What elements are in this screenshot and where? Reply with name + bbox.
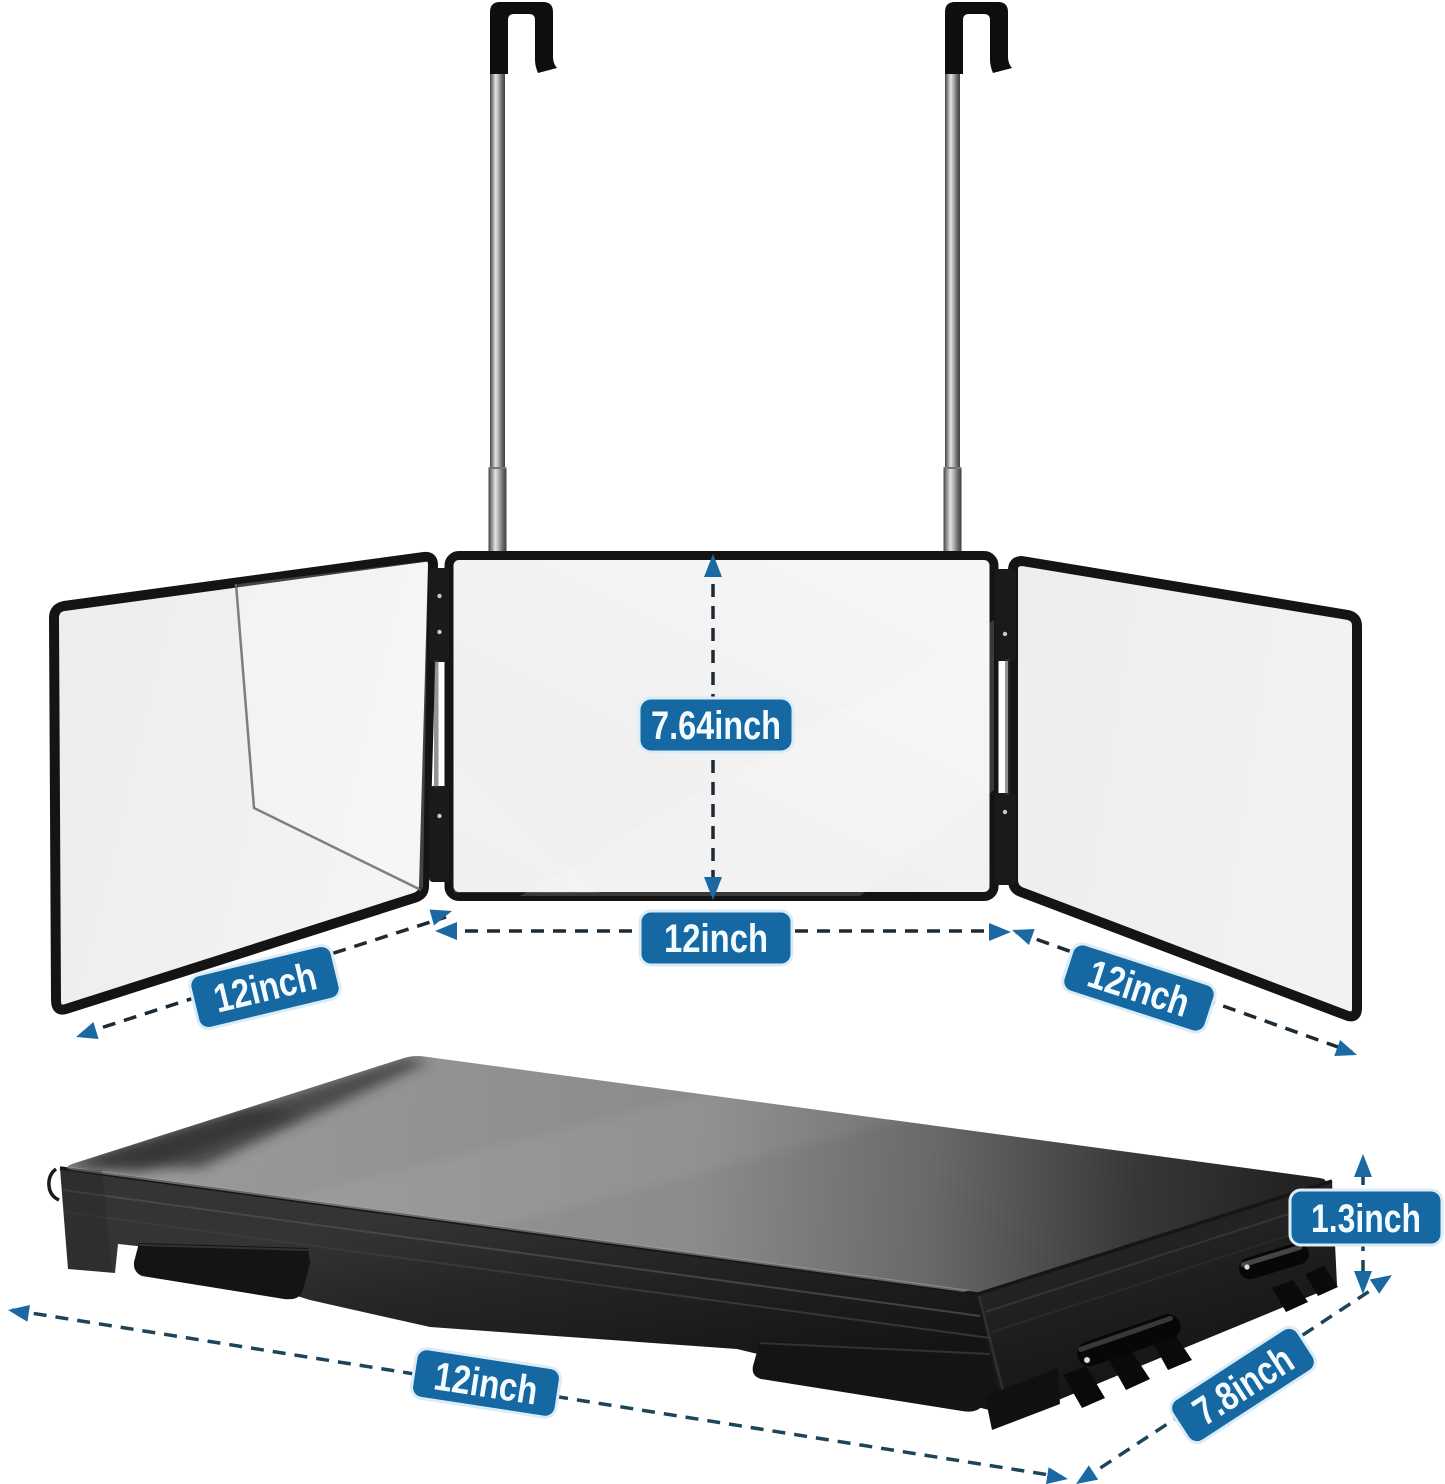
svg-text:12inch: 12inch xyxy=(664,917,768,961)
svg-text:1.3inch: 1.3inch xyxy=(1311,1197,1421,1241)
svg-text:7.64inch: 7.64inch xyxy=(651,704,781,748)
